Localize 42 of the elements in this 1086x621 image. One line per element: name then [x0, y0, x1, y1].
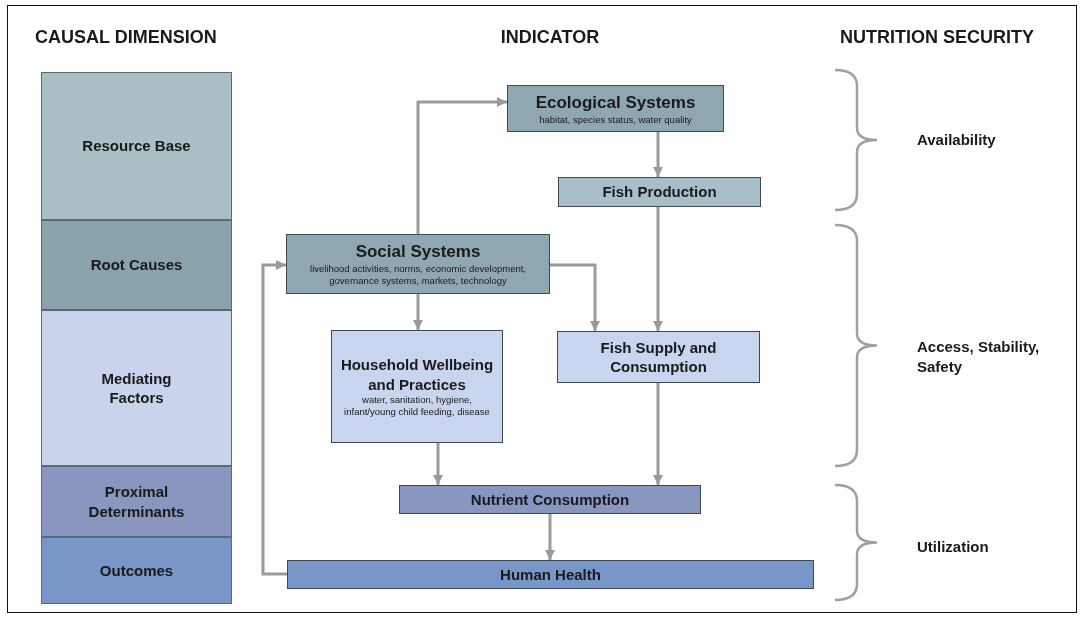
box-details: livelihood activities, norms, economic development, governance systems, markets, technology	[309, 263, 527, 287]
indicator-box	[507, 85, 724, 132]
arrow	[545, 514, 555, 560]
dimension-band	[41, 72, 232, 220]
arrow	[653, 132, 663, 177]
band-label: Root Causes	[89, 255, 184, 275]
arrow	[550, 263, 600, 331]
security-label: Availability	[917, 130, 997, 150]
box-title: Fish Production	[602, 182, 717, 202]
band-label: Proximal Determinants	[87, 482, 186, 521]
dimension-band	[41, 310, 232, 466]
box-details: water, sanitation, hygiene, infant/young child feeding, disease	[343, 394, 491, 418]
arrow	[653, 207, 663, 331]
arrow	[261, 260, 287, 576]
box-title: Social Systems	[355, 241, 481, 264]
security-label: Access, Stability, Safety	[917, 337, 1041, 378]
box-title: Nutrient Consumption	[470, 489, 630, 510]
band-label: Resource Base	[81, 136, 192, 156]
indicator-box	[557, 331, 760, 383]
column-heading: CAUSAL DIMENSION	[35, 26, 218, 49]
dimension-band	[41, 466, 232, 537]
column-heading: NUTRITION SECURITY	[840, 26, 1035, 49]
indicator-box	[558, 177, 761, 207]
dimension-band	[41, 537, 232, 604]
arrow	[653, 383, 663, 485]
dimension-band	[41, 220, 232, 310]
security-label: Utilization	[917, 537, 990, 557]
box-details: habitat, species status, water quality	[539, 113, 692, 126]
arrow	[416, 97, 507, 234]
indicator-box	[399, 485, 701, 514]
indicator-box	[286, 234, 550, 294]
band-label: Outcomes	[98, 560, 175, 581]
indicator-box	[287, 560, 814, 589]
box-title: Fish Supply and Consumption	[599, 337, 718, 377]
indicator-box	[331, 330, 503, 443]
box-title: Human Health	[500, 564, 601, 585]
box-title: Ecological Systems	[535, 91, 696, 114]
arrow	[413, 294, 423, 330]
column-heading: INDICATOR	[499, 26, 601, 49]
box-title: Household Wellbeing and Practices	[339, 355, 495, 395]
band-label: Mediating Factors	[100, 368, 173, 408]
arrow	[433, 443, 443, 485]
